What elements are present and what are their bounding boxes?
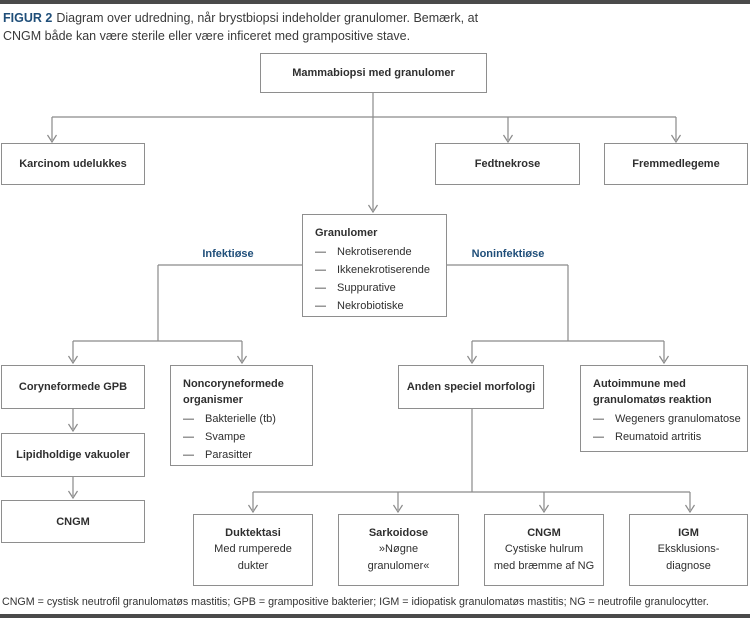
node-igm: IGM Eksklusions- diagnose <box>629 514 748 586</box>
arrow-down-icon <box>236 355 248 365</box>
node-title: CNGM <box>527 527 561 539</box>
bottom-rule <box>0 614 750 618</box>
arrow-down-icon <box>502 134 514 144</box>
node-title: Anden speciel morfologi <box>406 381 536 393</box>
node-autoimmune: Autoimmune med granulomatøs reaktion Weg… <box>580 365 748 452</box>
node-title: Mammabiopsi med granulomer <box>292 67 455 79</box>
arrow-down-icon <box>367 204 379 214</box>
branch-label-noninfektiose: Noninfektiøse <box>471 248 545 260</box>
arrow-down-icon <box>247 504 259 514</box>
node-duktektasi: Duktektasi Med rumperede dukter <box>193 514 313 586</box>
node-title: Duktektasi <box>225 527 281 539</box>
node-subtitle-line: Med rumperede <box>214 543 292 555</box>
arrow-down-icon <box>658 355 670 365</box>
connector <box>471 340 665 361</box>
branch-label-infektiose: Infektiøse <box>202 248 254 260</box>
arrow-down-icon <box>67 423 79 433</box>
node-cngm-left: CNGM <box>1 500 145 543</box>
list-item: Ikkenekrotiserende <box>315 261 440 279</box>
node-subtitle-line: Eksklusions- <box>657 543 720 555</box>
list-item: Wegeners granulomatose <box>593 410 741 428</box>
list-item: Nekrobiotiske <box>315 297 440 315</box>
node-title: Lipidholdige vakuoler <box>16 449 130 461</box>
node-fedtnekrose: Fedtnekrose <box>435 143 580 185</box>
arrow-down-icon <box>670 134 682 144</box>
node-title: Noncoryneformede organismer <box>183 378 284 406</box>
node-lipidholdige-vakuoler: Lipidholdige vakuoler <box>1 433 145 477</box>
node-granulomer: Granulomer Nekrotiserende Ikkenekrotiser… <box>302 214 447 317</box>
arrow-down-icon <box>684 504 696 514</box>
node-title: Fremmedlegeme <box>632 158 720 170</box>
caption-line-2: CNGM både kan være sterile eller være in… <box>3 29 411 43</box>
node-title: Sarkoidose <box>368 527 429 539</box>
arrow-down-icon <box>392 504 404 514</box>
top-rule <box>0 0 750 4</box>
node-title: Fedtnekrose <box>474 158 541 170</box>
node-subtitle-line: dukter <box>237 560 269 572</box>
list-item: Suppurative <box>315 279 440 297</box>
granulomer-list: Nekrotiserende Ikkenekrotiserende Suppur… <box>315 243 440 315</box>
connector <box>252 492 691 510</box>
abbreviation-key: CNGM = cystisk neutrofil granulomatøs ma… <box>2 596 709 608</box>
node-subtitle-line: »Nøgne <box>378 543 419 555</box>
node-anden-speciel-morfologi: Anden speciel morfologi <box>398 365 544 409</box>
connector <box>157 264 302 341</box>
node-coryneformede-gpb: Coryneformede GPB <box>1 365 145 409</box>
node-subtitle-line: Cystiske hulrum <box>504 543 584 555</box>
arrow-down-icon <box>46 134 58 144</box>
arrow-down-icon <box>466 355 478 365</box>
list-item: Svampe <box>183 428 306 446</box>
node-title: IGM <box>678 527 699 539</box>
node-title: Karcinom udelukkes <box>19 158 127 170</box>
node-title: Autoimmune med granulomatøs reaktion <box>593 378 712 406</box>
list-item: Bakterielle (tb) <box>183 410 306 428</box>
arrow-down-icon <box>538 504 550 514</box>
arrow-down-icon <box>67 490 79 500</box>
node-subtitle-line: granulomer« <box>367 560 430 572</box>
list-item: Parasitter <box>183 446 306 464</box>
node-title: Coryneformede GPB <box>18 381 128 393</box>
node-title: Granulomer <box>315 227 378 239</box>
node-title: CNGM <box>56 515 90 528</box>
caption-text-1: Diagram over udredning, når brystbiopsi … <box>56 11 479 25</box>
node-sarkoidose: Sarkoidose »Nøgne granulomer« <box>338 514 459 586</box>
node-noncoryneformede: Noncoryneformede organismer Bakterielle … <box>170 365 313 466</box>
noncoryneformede-list: Bakterielle (tb) Svampe Parasitter <box>183 410 306 464</box>
arrow-down-icon <box>67 355 79 365</box>
connector <box>447 264 569 341</box>
node-fremmedlegeme: Fremmedlegeme <box>604 143 748 185</box>
node-cngm-bottom: CNGM Cystiske hulrum med bræmme af NG <box>484 514 604 586</box>
node-karcinom-udelukkes: Karcinom udelukkes <box>1 143 145 185</box>
connector <box>72 340 243 361</box>
node-mammabiopsi: Mammabiopsi med granulomer <box>260 53 487 93</box>
connector <box>51 117 677 140</box>
figure-label: FIGUR 2 <box>3 11 53 25</box>
autoimmune-list: Wegeners granulomatose Reumatoid artriti… <box>593 410 741 446</box>
node-subtitle-line: med bræmme af NG <box>493 560 595 572</box>
node-subtitle-line: diagnose <box>666 560 711 572</box>
list-item: Reumatoid artritis <box>593 428 741 446</box>
list-item: Nekrotiserende <box>315 243 440 261</box>
